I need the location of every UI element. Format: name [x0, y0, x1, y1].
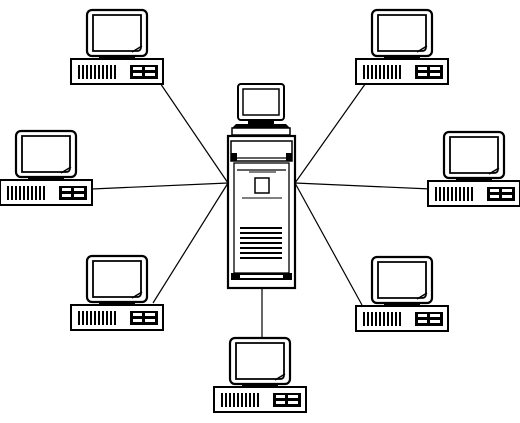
link-bottom-right [294, 182, 363, 306]
workstation-bottom-center [212, 336, 308, 414]
workstation-middle-right [426, 130, 520, 208]
server [226, 83, 297, 290]
link-bottom-left [152, 182, 229, 304]
link-middle-right [294, 182, 432, 190]
network-links [91, 79, 432, 338]
link-top-right [294, 79, 369, 184]
server-monitor-icon [231, 83, 291, 136]
workstation-middle-left [0, 129, 94, 207]
tower-server-icon [226, 134, 297, 290]
workstation-bottom-right [354, 255, 450, 333]
link-top-left [157, 79, 229, 184]
workstation-bottom-left [69, 254, 165, 332]
link-middle-left [91, 182, 229, 190]
workstation-top-left [69, 8, 165, 86]
workstation-top-right [354, 8, 450, 86]
